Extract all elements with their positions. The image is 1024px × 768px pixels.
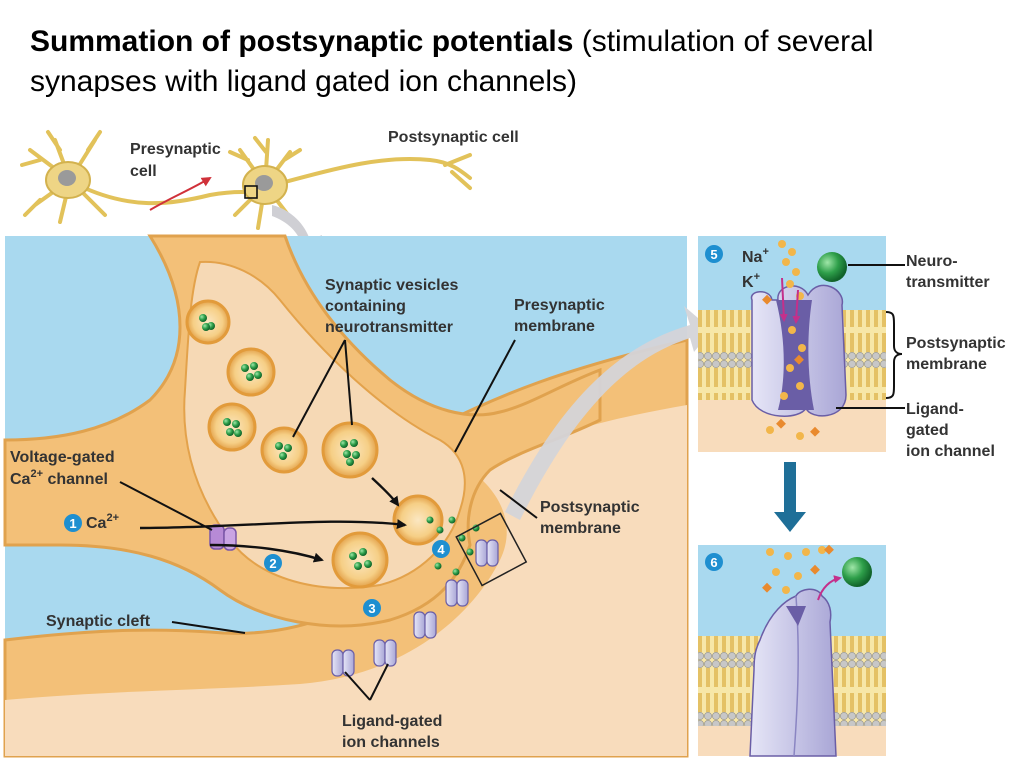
vesicle	[321, 421, 379, 479]
inset-6-neurotransmitter	[842, 557, 872, 587]
inset-5-pore	[776, 300, 814, 410]
step-badge-5: 5	[705, 245, 723, 263]
presyn-membrane-leader-line	[454, 339, 516, 453]
inset-6-ions	[762, 544, 834, 594]
svg-text:2: 2	[269, 556, 276, 571]
svg-text:5: 5	[710, 247, 717, 262]
page-title: Summation of postsynaptic potentials (st…	[30, 22, 990, 102]
svg-text:6: 6	[710, 555, 717, 570]
neurotransmitter-label: Neuro-transmitter	[906, 253, 990, 291]
vesicle	[331, 531, 389, 589]
presynaptic-nucleus	[58, 170, 76, 186]
vesicle	[207, 402, 257, 452]
ligand-channels-leader-line	[369, 663, 389, 701]
svg-text:4: 4	[437, 542, 445, 557]
vesicle-docking-arrow	[371, 477, 400, 507]
ca-label: Ca2+	[86, 512, 119, 532]
zoom-box	[244, 185, 258, 199]
docking-vesicle	[392, 494, 444, 546]
postsyn-membrane-leader-line	[499, 489, 538, 519]
step-badge-6: 6	[705, 553, 723, 571]
inset-6-closed-pore	[786, 606, 806, 626]
synaptic-cleft-label: Synaptic cleft	[46, 613, 151, 630]
inset-5: Na+ K+ 5	[698, 236, 886, 452]
voltage-gated-leader-line	[119, 481, 213, 531]
inset-5-ion-arrow	[779, 277, 788, 322]
na-ion-label: Na+	[742, 246, 769, 266]
ligand-gated-channel	[413, 611, 437, 639]
ca-influx-arrow	[139, 519, 407, 530]
vesicles-leader-line	[344, 339, 353, 426]
svg-text:1: 1	[69, 516, 76, 531]
postsynaptic-nucleus	[255, 175, 273, 191]
ligand-channels-leader-line	[344, 671, 371, 701]
page-title-rest: (stimulation of several synapses with li…	[30, 25, 874, 98]
ligand-gated-channel	[475, 539, 499, 567]
k-ion-label: K+	[742, 271, 760, 291]
ligand-gated-channel	[373, 639, 397, 667]
ligand-gated-channel	[445, 579, 469, 607]
postsynaptic-neuron	[228, 136, 472, 230]
leader-lines	[119, 339, 538, 701]
vesicle	[226, 347, 276, 397]
step-badge-4: 4	[432, 540, 450, 558]
synaptic-cleft-leader-line	[171, 621, 246, 634]
inset-6-channel	[749, 588, 837, 757]
vesicle	[260, 426, 308, 474]
inset-6-release-arrow	[817, 575, 842, 601]
vesicle	[185, 299, 231, 345]
inset-5-ion-arrow	[792, 289, 801, 324]
process-arrows	[139, 477, 407, 563]
down-arrow	[774, 462, 806, 532]
inset-6: 6	[698, 544, 886, 757]
ligand-gated-ion-channels	[331, 539, 499, 677]
inset-callout-arrow	[505, 306, 712, 520]
step-badge-3: 3	[363, 599, 381, 617]
step-badge-1: 1	[64, 514, 82, 532]
inset-5-ions	[762, 240, 820, 440]
vesicle-fusion-arrow	[209, 543, 324, 563]
postsynaptic-cell-label: Postsynaptic cell	[388, 129, 519, 146]
signal-arrow	[149, 176, 212, 211]
vesicles-leader-line	[292, 339, 346, 438]
step-badge-2: 2	[264, 554, 282, 572]
svg-text:3: 3	[368, 601, 375, 616]
postsynaptic-membrane-brace	[885, 311, 903, 399]
inset-5-neurotransmitter	[817, 252, 847, 282]
page-title-bold: Summation of postsynaptic potentials	[30, 25, 574, 58]
inset-zoom-box	[455, 512, 528, 587]
ligand-gated-channel	[331, 649, 355, 677]
synaptic-vesicles	[185, 299, 444, 589]
